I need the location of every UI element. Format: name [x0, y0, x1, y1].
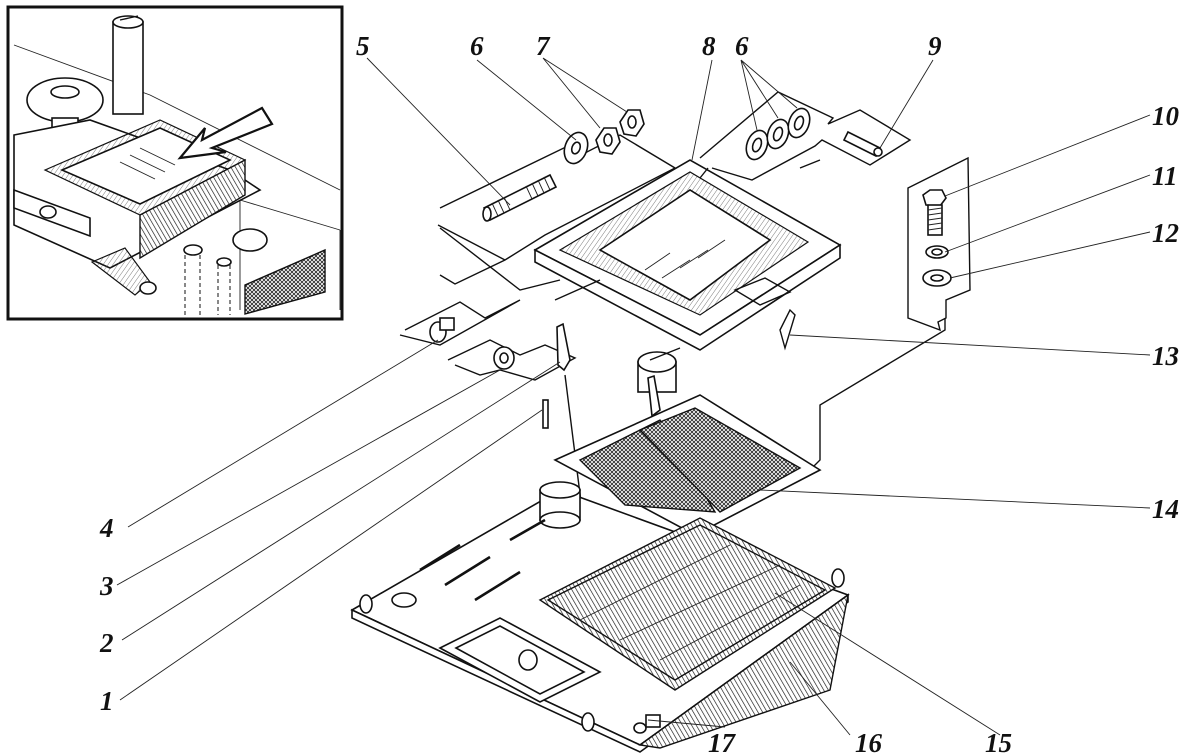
housing-tank-part — [350, 481, 850, 753]
flat-washer-part — [563, 131, 589, 165]
spring-part — [542, 399, 549, 429]
callout-8: 8 — [702, 31, 716, 61]
spring-washer-part — [925, 245, 949, 259]
drain-fitting-part — [633, 714, 661, 734]
callout-10: 10 — [1152, 101, 1180, 131]
washer-pin-group — [699, 91, 912, 181]
callout-9: 9 — [928, 31, 942, 61]
callout-labels: 4 3 2 1 5 6 7 8 6 9 10 11 12 13 14 15 16… — [99, 31, 1180, 756]
plain-washer-part — [922, 269, 952, 287]
callout-7: 7 — [536, 31, 551, 61]
hex-nut-part — [595, 109, 645, 155]
callout-1: 1 — [100, 686, 114, 716]
callout-4: 4 — [99, 513, 114, 543]
leader-lines — [116, 57, 1151, 736]
stud-washer-nut-group — [437, 109, 677, 285]
arrow-pointer-icon — [177, 106, 274, 160]
collar-ring-part — [539, 481, 581, 529]
filler-cap-part — [637, 347, 681, 418]
callout-12: 12 — [1152, 218, 1179, 248]
access-hatch-part — [438, 617, 602, 703]
bolt-washer-group — [907, 156, 971, 332]
callout-2: 2 — [99, 628, 114, 658]
callout-11: 11 — [1152, 161, 1178, 191]
hex-bolt-part — [922, 189, 947, 236]
callout-3: 3 — [99, 571, 114, 601]
washers-part — [745, 107, 811, 161]
inset-intake-pipe — [112, 15, 144, 115]
callout-6-left: 6 — [470, 31, 484, 61]
callout-6-right: 6 — [735, 31, 749, 61]
inset-location-view — [6, 5, 344, 321]
plug-part — [429, 317, 455, 343]
callout-14: 14 — [1152, 494, 1179, 524]
callout-5: 5 — [356, 31, 370, 61]
small-parts-group — [399, 299, 583, 511]
cover-part — [533, 159, 842, 351]
callout-13: 13 — [1152, 341, 1179, 371]
mesh-screen-part — [553, 347, 822, 536]
callout-15: 15 — [985, 728, 1012, 756]
grommet-part — [493, 346, 515, 370]
callout-17: 17 — [708, 728, 737, 756]
cotter-pin-part — [842, 130, 883, 158]
link-hook-part — [556, 322, 571, 372]
inset-air-cap — [26, 77, 104, 133]
threaded-stud-part — [482, 173, 558, 222]
callout-16: 16 — [855, 728, 883, 756]
